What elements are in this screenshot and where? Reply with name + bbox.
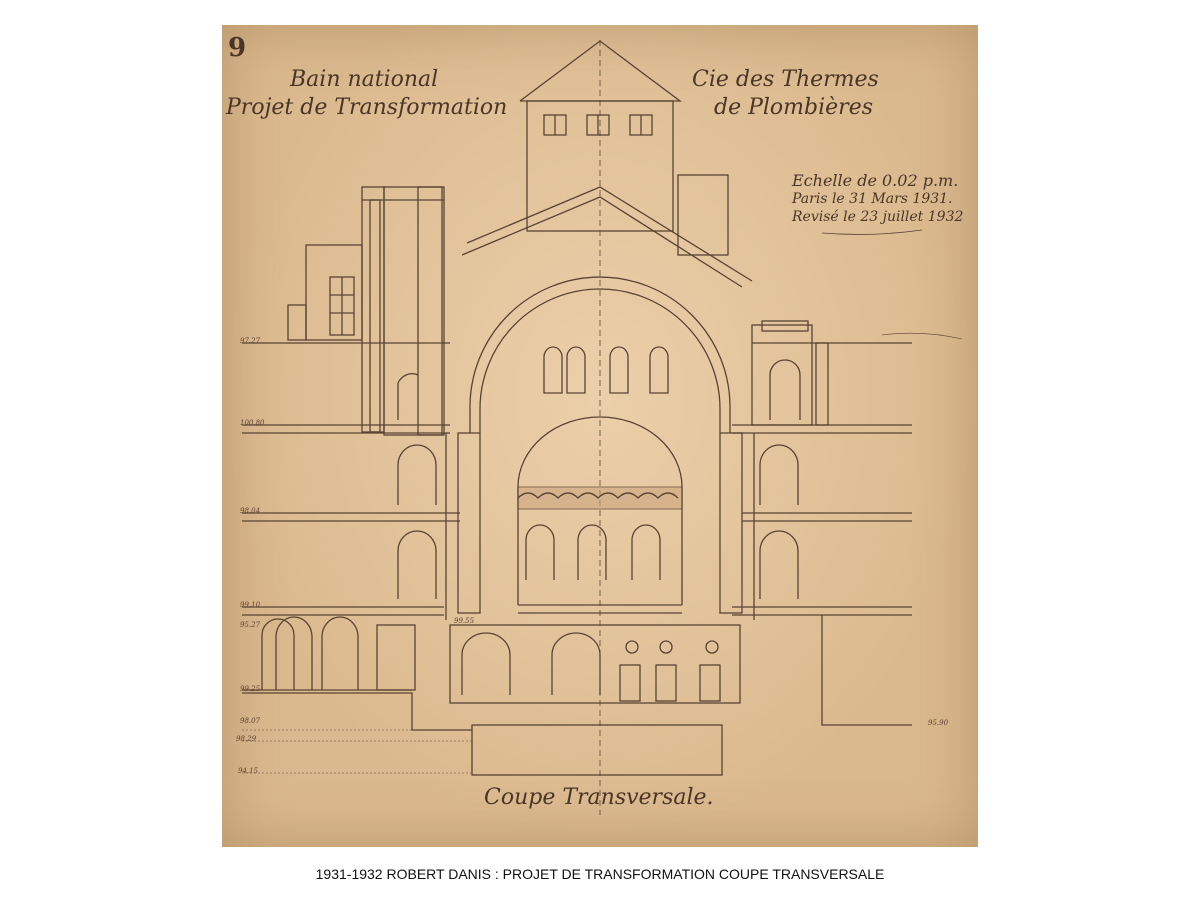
level-mark: 94.15: [238, 767, 259, 775]
level-mark: 98.07: [240, 717, 261, 725]
section-drawing: [242, 40, 963, 815]
level-mark: 95.90: [928, 719, 949, 727]
drawing-title-line2: Projet de Transformation: [226, 95, 508, 120]
company-line1: Cie des Thermes: [692, 67, 879, 92]
drawing-title-line1: Bain national: [290, 67, 439, 92]
level-mark: 98.29: [236, 735, 257, 743]
sheet-number: 9: [228, 33, 247, 63]
level-mark: 99.55: [454, 617, 475, 625]
revision-note: Revisé le 23 juillet 1932: [792, 209, 964, 225]
drawing-sheet: 9 Bain national Projet de Transformation…: [222, 25, 978, 847]
section-title: Coupe Transversale.: [484, 785, 714, 810]
scale-note: Echelle de 0.02 p.m.: [792, 171, 959, 190]
level-mark: 99.10: [240, 601, 261, 609]
date-note: Paris le 31 Mars 1931.: [792, 191, 953, 207]
slide-caption: 1931-1932 ROBERT DANIS : PROJET DE TRANS…: [315, 866, 885, 882]
level-mark: 99.25: [240, 685, 261, 693]
company-line2: de Plombières: [714, 95, 874, 120]
level-mark: 97.27: [240, 337, 261, 345]
level-mark: 98.04: [240, 507, 261, 515]
level-mark: 100.80: [240, 419, 265, 427]
level-mark: 95.27: [240, 621, 261, 629]
